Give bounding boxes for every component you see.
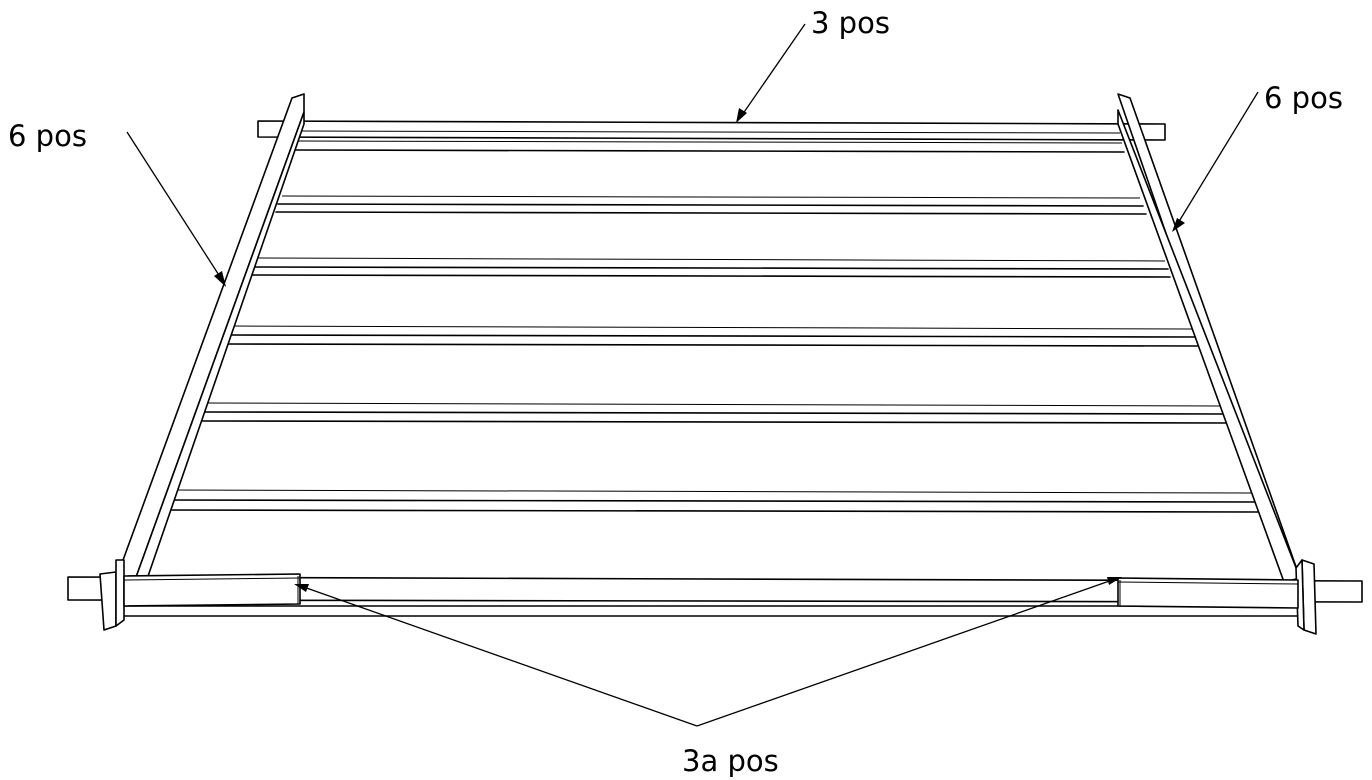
front-short-rail-left <box>123 573 301 607</box>
leader-top <box>736 23 806 123</box>
leader-left <box>126 131 226 287</box>
leader-bottom-right <box>696 577 1122 727</box>
left-side-rail <box>99 93 305 631</box>
label-right-rail: 6 pos <box>1264 81 1343 115</box>
front-short-rail-right <box>1117 577 1299 609</box>
label-left-rail: 6 pos <box>8 119 87 153</box>
front-rail <box>67 576 1363 617</box>
label-top-rail: 3 pos <box>811 6 890 40</box>
floor-slats <box>162 195 1260 513</box>
back-rail <box>257 120 1166 153</box>
leader-bottom-left <box>294 584 698 727</box>
right-side-rail <box>1117 93 1317 635</box>
label-bottom-rails: 3a pos <box>682 744 779 778</box>
leader-right <box>1172 91 1259 232</box>
